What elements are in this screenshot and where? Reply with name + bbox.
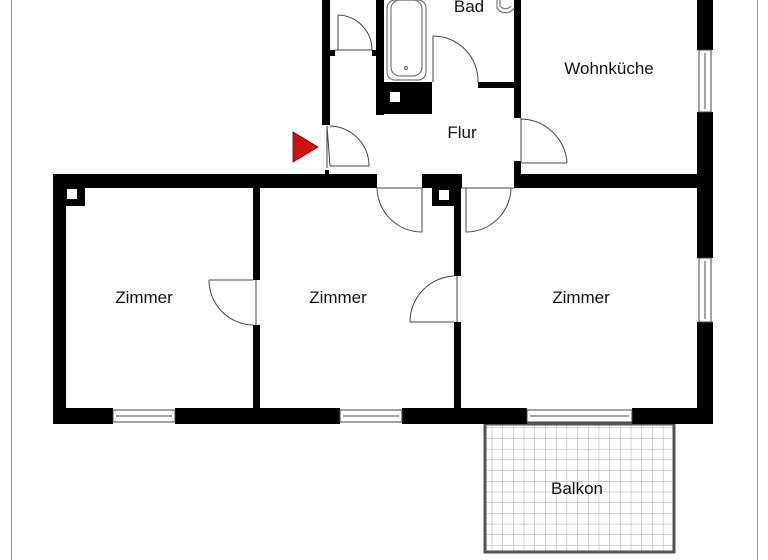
room-label-zimmer-left: Zimmer xyxy=(115,288,173,307)
toilet xyxy=(496,0,515,14)
room-label-flur: Flur xyxy=(447,123,477,142)
balcony xyxy=(483,422,676,554)
page-frame-left xyxy=(11,0,12,560)
windows xyxy=(112,49,712,423)
room-label-wohnkueche: Wohnküche xyxy=(564,59,654,78)
room-label-bad: Bad xyxy=(453,0,485,16)
room-label-zimmer-middle: Zimmer xyxy=(309,288,367,307)
walls xyxy=(53,0,713,424)
page-frame-right xyxy=(757,0,758,560)
room-label-zimmer-right: Zimmer xyxy=(552,288,610,307)
bathtub xyxy=(386,0,427,81)
chimney-holes xyxy=(67,92,449,200)
doors xyxy=(208,14,568,326)
room-label-balkon: Balkon xyxy=(551,479,603,498)
entrance-arrow-icon xyxy=(292,131,319,163)
